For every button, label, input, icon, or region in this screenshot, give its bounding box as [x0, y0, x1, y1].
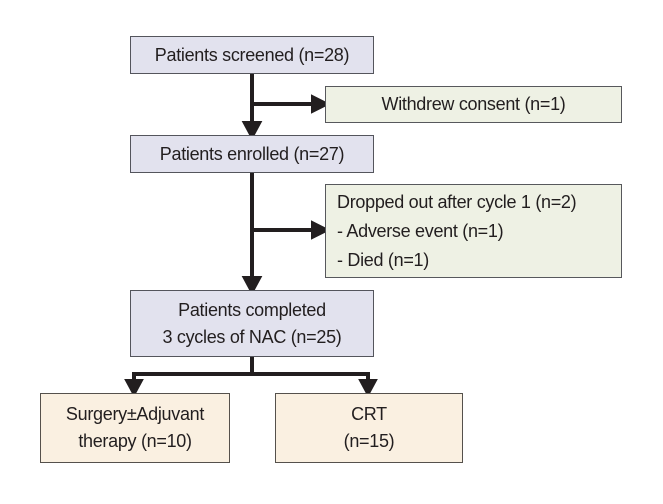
arrowhead-dropped: [311, 220, 331, 240]
withdrew-consent-label: Withdrew consent (n=1): [381, 94, 566, 114]
box-patients-enrolled: Patients enrolled (n=27): [130, 135, 374, 173]
crt-line-2: (n=15): [343, 431, 395, 451]
box-surgery-adjuvant: Surgery±Adjuvant therapy (n=10): [40, 393, 230, 463]
dropped-out-line-1: Dropped out after cycle 1 (n=2): [337, 191, 577, 212]
dropped-out-line-3: - Died (n=1): [337, 249, 429, 270]
box-withdrew-consent: Withdrew consent (n=1): [325, 86, 622, 123]
patients-completed-line-1: Patients completed: [178, 299, 326, 320]
arrowhead-withdrew: [311, 94, 331, 114]
box-patients-completed: Patients completed 3 cycles of NAC (n=25…: [130, 290, 374, 357]
patients-screened-label: Patients screened (n=28): [154, 44, 350, 65]
box-patients-screened: Patients screened (n=28): [130, 36, 374, 74]
surgery-line-2: therapy (n=10): [78, 431, 192, 451]
patients-completed-line-2: 3 cycles of NAC (n=25): [162, 326, 342, 347]
patients-enrolled-label: Patients enrolled (n=27): [159, 143, 345, 164]
surgery-line-1: Surgery±Adjuvant: [65, 404, 205, 424]
arrowhead-enrolled: [241, 121, 263, 141]
arrowhead-completed: [241, 276, 263, 296]
arrowhead-surgery: [124, 379, 144, 398]
box-crt: CRT (n=15): [275, 393, 463, 463]
crt-line-1: CRT: [351, 404, 387, 424]
box-dropped-out: Dropped out after cycle 1 (n=2) - Advers…: [325, 184, 622, 278]
arrowhead-crt: [358, 379, 378, 398]
dropped-out-line-2: - Adverse event (n=1): [337, 220, 504, 241]
